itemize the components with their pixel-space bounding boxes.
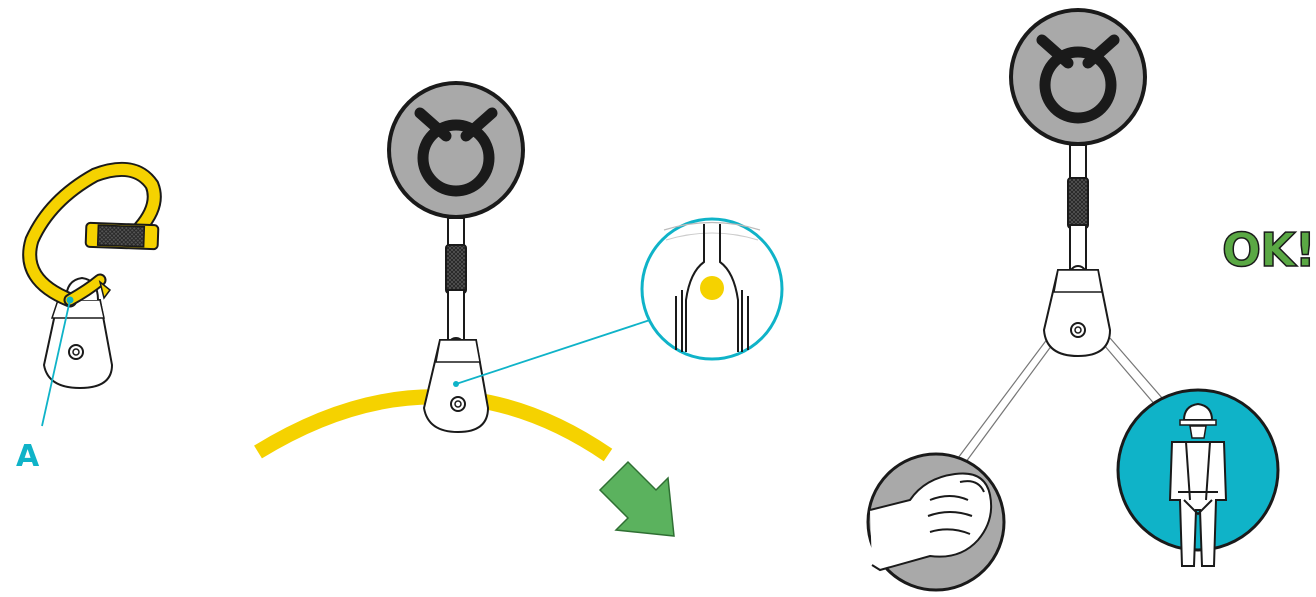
left-figure: A (16, 161, 162, 474)
hand-icon (866, 452, 1006, 592)
middle-figure (254, 81, 784, 537)
carabiner-icon (22, 161, 162, 308)
arrow-icon (598, 460, 675, 537)
rope-grab-device-icon (387, 81, 525, 367)
worker-harness-icon (1116, 388, 1280, 567)
ok-status-text: OK! (1222, 223, 1315, 277)
detail-magnifier-icon (453, 217, 784, 387)
callout-label-a: A (16, 439, 40, 474)
rope-grab-device-icon (1009, 8, 1147, 295)
callout-a: A (16, 296, 74, 474)
right-figure: OK! (866, 8, 1316, 592)
pulley-icon (1042, 269, 1112, 358)
